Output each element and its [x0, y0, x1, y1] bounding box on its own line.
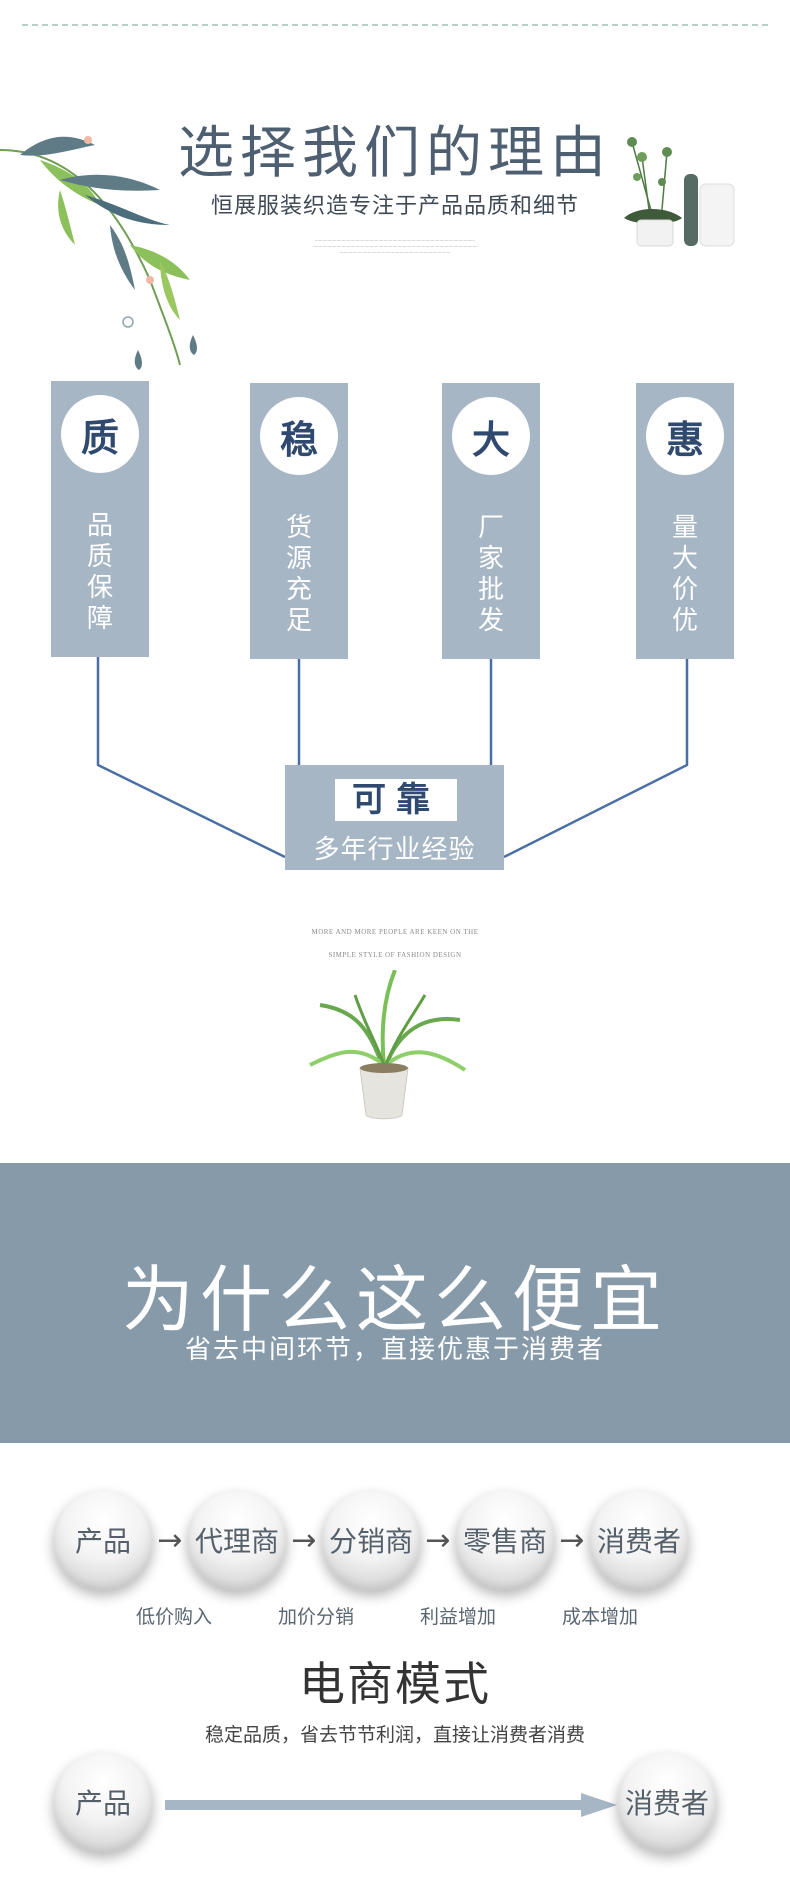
long-arrow-icon — [165, 1793, 617, 1817]
page-title: 选择我们的理由 — [178, 121, 612, 186]
page-subtitle: 恒展服装织造专注于产品品质和细节 — [210, 194, 579, 219]
leaf-branch-decoration — [0, 136, 197, 370]
pillar-char: 惠 — [646, 397, 724, 475]
pillar-card-quality: 质 品质保障 — [51, 381, 149, 657]
pillar-char: 质 — [61, 395, 139, 473]
fine-print-line: ········································… — [339, 250, 451, 255]
chain-label: 低价购入 — [135, 1606, 212, 1628]
pillar-text: 货源充足 — [285, 513, 312, 636]
pillar-char: 稳 — [260, 397, 338, 475]
chain-step-consumer: 消费者 — [589, 1490, 689, 1590]
why-cheap-banner: 为什么这么便宜 省去中间环节，直接优惠于消费者 — [0, 1163, 790, 1443]
chain-step-product: 产品 — [53, 1490, 153, 1590]
pillar-card-factory: 大 厂家批发 — [442, 383, 540, 659]
supply-chain-row: 产品 → 代理商 → 分销商 → 零售商 → 消费者 — [53, 1490, 689, 1590]
english-caption-line2: SIMPLE STYLE OF FASHION DESIGN — [328, 951, 462, 959]
ecommerce-title: 电商模式 — [299, 1657, 491, 1711]
ecommerce-product: 产品 — [53, 1752, 153, 1852]
pillar-char: 大 — [452, 397, 530, 475]
top-dashed-divider — [22, 24, 768, 26]
vase-plant-decoration — [624, 137, 735, 247]
pillar-text: 品质保障 — [86, 511, 113, 634]
chain-label: 成本增加 — [561, 1606, 638, 1628]
chain-step-retailer: 零售商 — [455, 1490, 555, 1590]
ecommerce-subtitle: 稳定品质，省去节节利润，直接让消费者消费 — [204, 1724, 585, 1746]
fine-print-line: ········································… — [314, 238, 476, 243]
ecommerce-consumer: 消费者 — [617, 1752, 717, 1852]
connector-lines — [96, 657, 689, 859]
chain-label: 利益增加 — [419, 1606, 496, 1628]
hub-subtitle: 多年行业经验 — [313, 835, 476, 865]
english-caption-line1: MORE AND MORE PEOPLE ARE KEEN ON THE — [311, 928, 479, 936]
reliable-hub: 可靠 多年行业经验 — [285, 765, 504, 870]
chain-label: 加价分销 — [277, 1606, 354, 1628]
pillar-text: 量大价优 — [671, 513, 698, 636]
hub-title: 可靠 — [335, 779, 457, 821]
arrow-icon: → — [425, 1522, 451, 1558]
chain-step-agent: 代理商 — [187, 1490, 287, 1590]
fine-print-line: ········································… — [312, 244, 478, 249]
chain-step-distributor: 分销商 — [321, 1490, 421, 1590]
pillar-card-discount: 惠 量大价优 — [636, 383, 734, 659]
arrow-icon: → — [559, 1522, 585, 1558]
banner-title: 为什么这么便宜 — [121, 1258, 668, 1342]
pillar-card-stable: 稳 货源充足 — [250, 383, 348, 659]
arrow-icon: → — [157, 1522, 183, 1558]
potted-plant-image — [309, 970, 467, 1120]
banner-subtitle: 省去中间环节，直接优惠于消费者 — [184, 1335, 605, 1365]
arrow-icon: → — [291, 1522, 317, 1558]
pillar-text: 厂家批发 — [477, 513, 504, 636]
